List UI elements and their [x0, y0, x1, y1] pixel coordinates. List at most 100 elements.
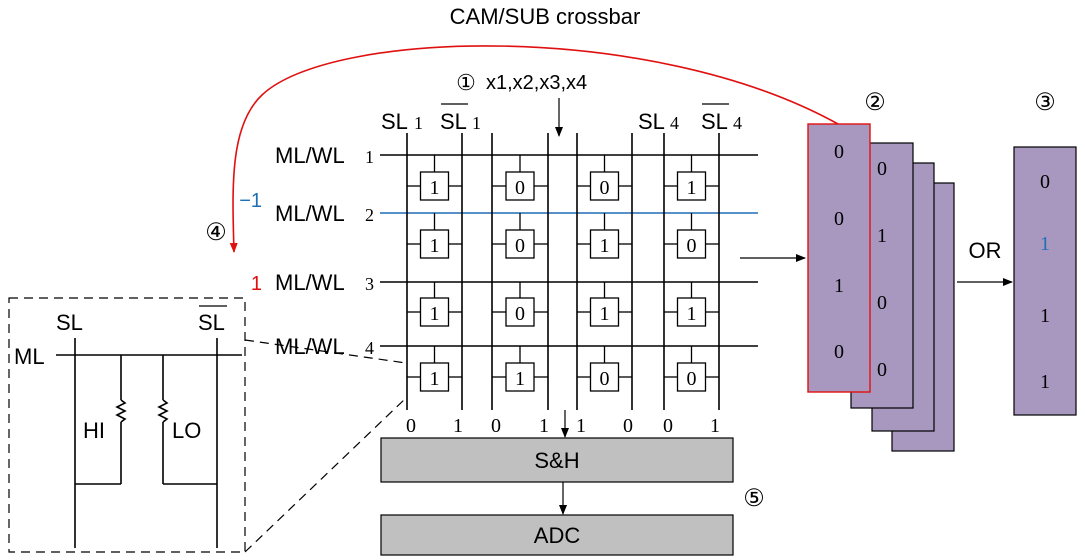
- column-bottom-label: 0: [663, 415, 673, 437]
- cell-value: 1: [515, 368, 525, 390]
- cell-value: 0: [687, 235, 697, 257]
- crossbar-cell: 0: [492, 282, 548, 327]
- crossbar-array: 1 0 0 1 1 0 1 0 1 0 1 1 1 1 0 0: [380, 133, 758, 410]
- cell-value: 1: [687, 303, 697, 325]
- adc-label: ADC: [534, 523, 581, 548]
- row-prefix: −1: [239, 190, 262, 212]
- feedback-arrow: [229, 45, 839, 253]
- cell-value: 1: [600, 303, 610, 325]
- crossbar-cell: 1: [577, 282, 632, 327]
- diagram-title: CAM/SUB crossbar: [450, 4, 641, 29]
- cell-value: 1: [430, 235, 440, 257]
- stack-back-value: 1: [877, 225, 887, 247]
- inset-frame: [8, 297, 246, 553]
- inset-slbar-label: SL: [198, 310, 225, 335]
- cell-value: 0: [687, 368, 697, 390]
- row-label-sub: 1: [365, 147, 374, 167]
- crossbar-cell: 0: [492, 155, 548, 201]
- sl-label-4: SL 4: [638, 109, 679, 134]
- step-3-marker: ③: [1034, 90, 1056, 116]
- crossbar-cell: 1: [664, 155, 719, 201]
- row-label-sub: 4: [365, 338, 374, 358]
- row-label-1: ML/WL 1: [275, 143, 374, 168]
- crossbar-cell: 1: [407, 155, 462, 201]
- sample-hold-label: S&H: [534, 448, 579, 473]
- sample-hold-block: [380, 437, 734, 483]
- stack-back-value: 0: [877, 292, 887, 314]
- result-value: 0: [1040, 171, 1050, 193]
- column-bottom-label: 1: [576, 415, 586, 437]
- stack-back-value: 0: [877, 359, 887, 381]
- crossbar-cell: 0: [664, 346, 719, 392]
- cell-circuit-inset: SL SL ML HI LO: [8, 297, 407, 553]
- row-label-text: ML/WL: [275, 270, 345, 295]
- inset-sl-label: SL: [56, 310, 83, 335]
- stack-front-value: 0: [834, 341, 844, 363]
- inset-ml-label: ML: [14, 344, 45, 369]
- cell-value: 0: [515, 235, 525, 257]
- input-label: x1,x2,x3,x4: [486, 72, 587, 94]
- crossbar-cell: 0: [577, 155, 632, 201]
- row-prefix: 1: [251, 273, 262, 295]
- cell-value: 1: [430, 177, 440, 199]
- cell-value: 1: [430, 303, 440, 325]
- cell-value: 0: [515, 177, 525, 199]
- crossbar-cell: 1: [407, 346, 462, 392]
- adc-block: [380, 514, 734, 556]
- svg-text:SL: SL: [440, 109, 467, 134]
- crossbar-cell: 1: [577, 213, 632, 259]
- stack-back-value: 0: [877, 158, 887, 180]
- sl-bar-label-1: SL 1: [440, 103, 481, 134]
- cell-value: 0: [600, 177, 610, 199]
- sl-label-1: SL 1: [381, 109, 423, 134]
- cell-value: 1: [687, 177, 697, 199]
- column-bottom-label: 0: [406, 415, 416, 437]
- lo-resistor-icon: [157, 399, 169, 423]
- svg-text:1: 1: [414, 113, 423, 133]
- hi-label: HI: [83, 418, 105, 443]
- zoom-line-top: [244, 339, 407, 364]
- cell-value: 0: [515, 303, 525, 325]
- lo-label: LO: [172, 418, 201, 443]
- result-value: 1: [1040, 305, 1050, 327]
- crossbar-cell: 0: [492, 213, 548, 259]
- stack-front-value: 0: [834, 141, 844, 163]
- row-label-text: ML/WL: [275, 143, 345, 168]
- input-marker: ①: [456, 70, 476, 95]
- step-5-marker: ⑤: [743, 486, 765, 512]
- row-label-text: ML/WL: [275, 201, 345, 226]
- sl-bar-label-4: SL 4: [701, 103, 742, 134]
- column-bottom-label: 1: [539, 415, 549, 437]
- column-bottom-label: 1: [453, 415, 463, 437]
- stack-front-value: 0: [834, 208, 844, 230]
- hi-resistor-icon: [115, 399, 127, 423]
- crossbar-cell: 0: [664, 213, 719, 259]
- svg-text:SL: SL: [638, 109, 665, 134]
- stack-front-value: 1: [834, 275, 844, 297]
- crossbar-cell: 0: [577, 346, 632, 392]
- row-label-sub: 2: [365, 205, 374, 225]
- sl-labels: SL 1 SL 1 SL 4 SL 4: [381, 103, 742, 134]
- column-bottom-label: 0: [491, 415, 501, 437]
- zoom-line-bottom: [244, 397, 407, 553]
- cell-value: 1: [600, 235, 610, 257]
- svg-text:1: 1: [472, 113, 481, 133]
- svg-text:SL: SL: [381, 109, 408, 134]
- cell-value: 1: [430, 368, 440, 390]
- column-bottom-label: 0: [623, 415, 633, 437]
- result-value: 1: [1040, 371, 1050, 393]
- match-vector-stack: 0 1 0 0 0 0 1 0: [807, 123, 955, 452]
- stack-sheet-front: [807, 123, 871, 393]
- crossbar-cell: 1: [492, 346, 548, 392]
- crossbar-cell: 1: [407, 282, 462, 327]
- svg-text:4: 4: [733, 113, 742, 133]
- crossbar-cell: 1: [407, 213, 462, 259]
- result-sheet: [1013, 146, 1077, 416]
- cell-value: 0: [600, 368, 610, 390]
